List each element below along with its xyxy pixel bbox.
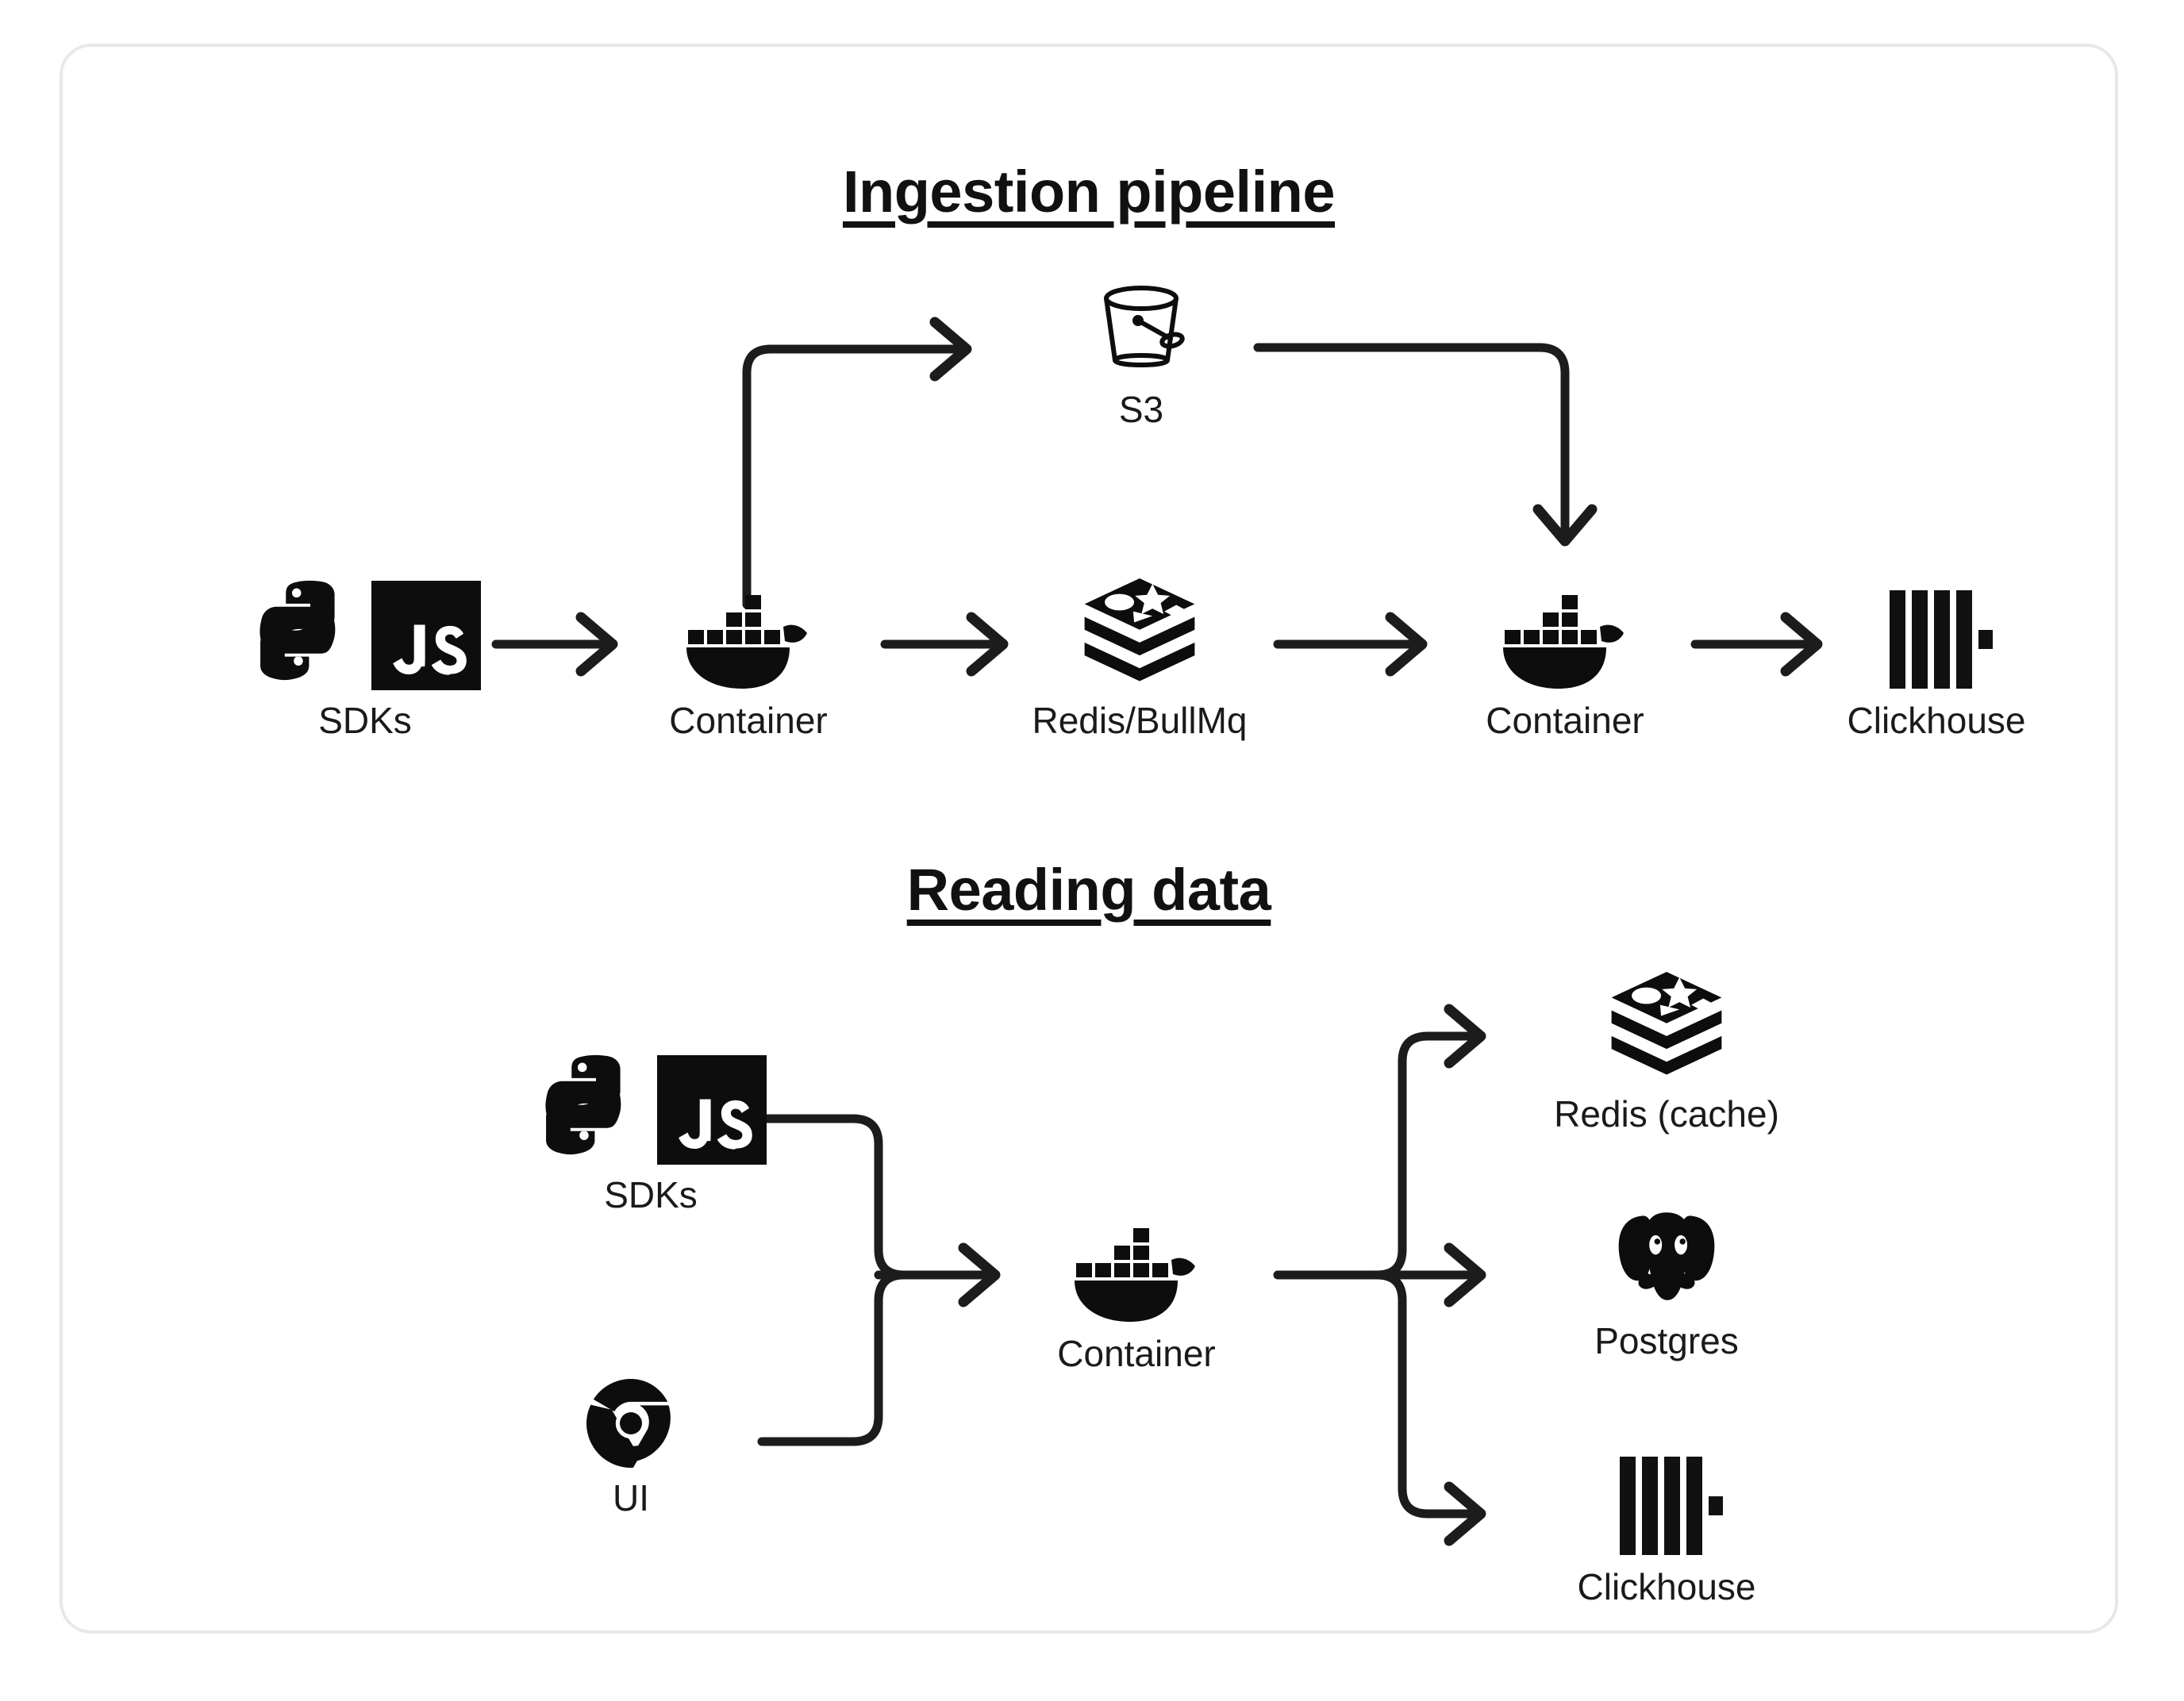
node-label-sdks-2: SDKs	[604, 1174, 698, 1215]
sdks-icons	[249, 571, 481, 690]
node-ui[interactable]: UI	[496, 1373, 766, 1517]
postgres-icon-wrap	[1613, 1200, 1721, 1311]
redis-icon-wrap-2	[1608, 965, 1725, 1084]
node-redis-cache[interactable]: Redis (cache)	[1460, 965, 1873, 1133]
node-postgres[interactable]: Postgres	[1460, 1200, 1873, 1360]
node-container-2[interactable]: Container	[1430, 571, 1700, 739]
node-container-1[interactable]: Container	[613, 571, 883, 739]
node-clickhouse-2[interactable]: Clickhouse	[1460, 1438, 1873, 1606]
node-label-clickhouse: Clickhouse	[1847, 700, 2026, 741]
diagram-card: Ingestion pipeline Reading data	[60, 44, 2118, 1634]
clickhouse-icon	[1890, 590, 1993, 689]
node-label-container-1: Container	[669, 700, 828, 741]
redis-icon	[1084, 578, 1195, 682]
node-clickhouse[interactable]: Clickhouse	[1730, 571, 2143, 739]
docker-icon-wrap-2	[1498, 571, 1632, 690]
redis-icon	[1611, 971, 1722, 1075]
node-label-clickhouse-2: Clickhouse	[1577, 1566, 1756, 1607]
docker-icon-wrap-3	[1070, 1204, 1203, 1323]
python-icon	[260, 580, 336, 681]
s3-bucket-icon	[1104, 286, 1185, 367]
node-label-sdks: SDKs	[318, 700, 412, 741]
section-title-reading: Reading data	[906, 857, 1271, 923]
node-container-3[interactable]: Container	[1002, 1204, 1271, 1373]
javascript-icon	[371, 581, 481, 690]
docker-icon	[1503, 595, 1624, 689]
node-label-postgres: Postgres	[1594, 1320, 1739, 1361]
clickhouse-icon	[1620, 1457, 1723, 1555]
node-sdks[interactable]: SDKs	[159, 571, 571, 739]
s3-bucket-icon-wrap	[1090, 276, 1192, 379]
docker-icon	[1075, 1228, 1195, 1322]
node-redis-bullmq[interactable]: Redis/BullMq	[933, 571, 1346, 739]
section-title-ingestion: Ingestion pipeline	[842, 159, 1336, 225]
node-label-redis-bullmq: Redis/BullMq	[1032, 700, 1248, 741]
docker-icon	[686, 595, 807, 689]
python-icon	[545, 1054, 621, 1155]
node-sdks-2[interactable]: SDKs	[444, 1046, 857, 1214]
chrome-icon-wrap	[586, 1373, 675, 1468]
node-label-container-2: Container	[1486, 700, 1644, 741]
clickhouse-icon-wrap-2	[1617, 1438, 1723, 1557]
docker-icon-wrap	[682, 571, 815, 690]
node-label-container-3: Container	[1057, 1333, 1216, 1374]
node-label-ui: UI	[613, 1477, 649, 1519]
sdks-icons-2	[535, 1046, 767, 1165]
node-s3[interactable]: S3	[1006, 276, 1276, 428]
javascript-icon	[657, 1055, 767, 1165]
redis-icon-wrap	[1081, 571, 1198, 690]
postgres-icon	[1618, 1212, 1715, 1300]
chrome-icon	[586, 1379, 671, 1468]
node-label-redis-cache: Redis (cache)	[1554, 1093, 1779, 1135]
clickhouse-icon-wrap	[1886, 571, 1993, 690]
node-label-s3: S3	[1118, 389, 1164, 430]
